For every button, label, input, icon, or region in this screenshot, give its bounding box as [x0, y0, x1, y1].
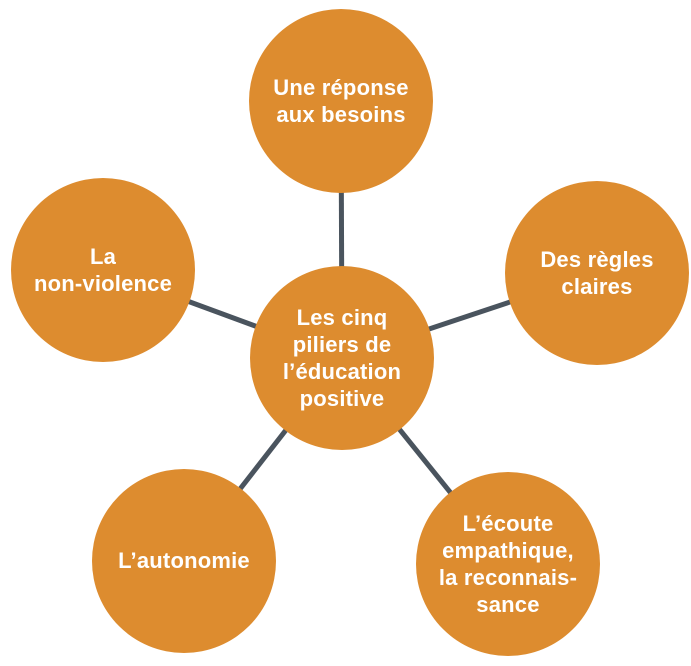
node-center-label: Les cinq piliers de l’éducation positive	[282, 304, 402, 412]
node-bottom-right-label: L’écoute empathique, la reconnais- sance	[438, 510, 578, 618]
node-left-label: La non-violence	[33, 243, 173, 296]
node-ecoute-empathique: L’écoute empathique, la reconnais- sance	[416, 472, 600, 656]
node-top-label: Une réponse aux besoins	[273, 74, 409, 127]
node-des-regles-claires: Des règles claires	[505, 181, 689, 365]
node-right-label: Des règles claires	[540, 246, 654, 299]
node-non-violence: La non-violence	[11, 178, 195, 362]
node-une-reponse-aux-besoins: Une réponse aux besoins	[249, 9, 433, 193]
node-bottom-left-label: L’autonomie	[118, 548, 250, 574]
node-center-cinq-piliers: Les cinq piliers de l’éducation positive	[250, 266, 434, 450]
node-autonomie: L’autonomie	[92, 469, 276, 653]
